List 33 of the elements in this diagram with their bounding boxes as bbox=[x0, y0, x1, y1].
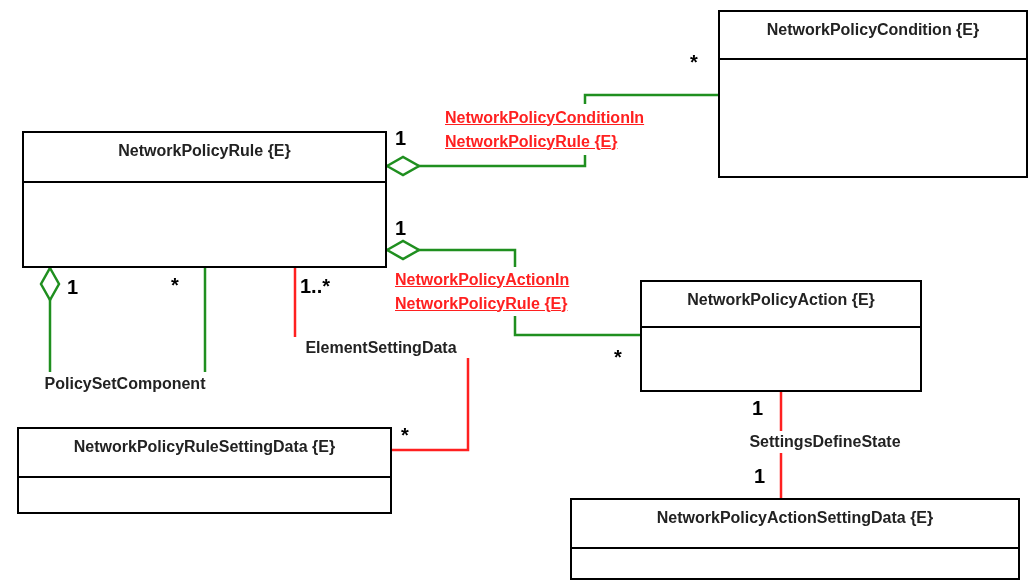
class-name: NetworkPolicyRuleSettingData {E} bbox=[73, 437, 336, 457]
association-line bbox=[392, 358, 470, 452]
association-name: SettingsDefineState bbox=[749, 432, 901, 452]
class-box bbox=[718, 10, 1028, 178]
class-box bbox=[640, 280, 922, 392]
association-line bbox=[203, 268, 207, 372]
multiplicity-label: * bbox=[401, 425, 409, 445]
multiplicity-label: * bbox=[171, 275, 179, 295]
association-line bbox=[583, 93, 718, 104]
association-class-label: NetworkPolicyConditionIn NetworkPolicyRule {E} bbox=[445, 107, 646, 152]
association-line bbox=[779, 453, 783, 498]
multiplicity-label: 1..* bbox=[300, 276, 331, 296]
class-name: NetworkPolicyActionSettingData {E} bbox=[656, 508, 934, 528]
multiplicity-label: 1 bbox=[754, 466, 766, 486]
class-name: NetworkPolicyRule {E} bbox=[118, 141, 291, 161]
association-class-label: NetworkPolicyActionIn NetworkPolicyRule {E} bbox=[395, 269, 571, 314]
multiplicity-label: * bbox=[614, 347, 622, 367]
class-box bbox=[22, 131, 387, 268]
association-line bbox=[39, 266, 61, 372]
class-box bbox=[17, 427, 392, 514]
multiplicity-label: 1 bbox=[395, 128, 407, 148]
class-name: NetworkPolicyCondition {E} bbox=[766, 20, 980, 40]
association-line bbox=[513, 316, 640, 337]
association-line bbox=[779, 392, 783, 431]
association-name: PolicySetComponent bbox=[44, 373, 206, 394]
multiplicity-label: * bbox=[690, 52, 698, 72]
association-line bbox=[293, 268, 297, 337]
multiplicity-label: 1 bbox=[395, 218, 407, 238]
class-name: NetworkPolicyAction {E} bbox=[687, 290, 875, 310]
class-box bbox=[570, 498, 1020, 580]
multiplicity-label: 1 bbox=[752, 398, 764, 418]
multiplicity-label: 1 bbox=[67, 277, 79, 297]
association-name: ElementSettingData bbox=[305, 337, 457, 358]
